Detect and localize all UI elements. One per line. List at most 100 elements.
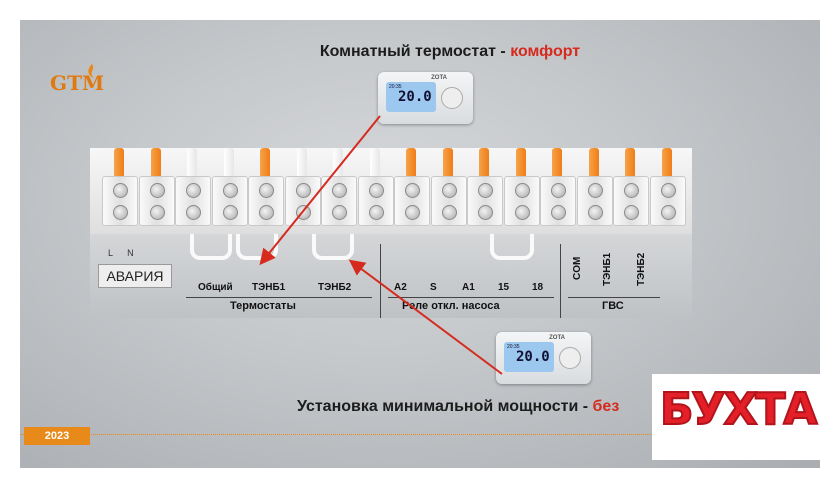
wire [442, 148, 453, 178]
screw-icon [186, 183, 201, 198]
terminal-block [248, 176, 284, 226]
logo-text: GTM [50, 71, 104, 94]
thermostat-screen: 20:35 20.0 [386, 82, 436, 112]
jumper-1 [190, 234, 232, 260]
thermostat-bottom: ZOTA 20:35 20.0 [496, 332, 591, 384]
screw-icon [186, 205, 201, 220]
terminal-block [211, 176, 248, 226]
dhw-label-tenb1: ТЭНБ1 [602, 252, 613, 286]
terminal-block [357, 176, 394, 226]
watermark-text: БУХТА [659, 383, 818, 436]
terminal-panel: L N АВАРИЯ Общий ТЭНБ1 ТЭНБ2 Термостаты … [90, 148, 692, 318]
terminal-rail [90, 148, 692, 234]
screw-icon [113, 205, 128, 220]
pump-label-15: 15 [498, 282, 510, 293]
separator-1 [380, 244, 381, 318]
screw-icon [514, 183, 530, 198]
terminal-block [576, 176, 613, 226]
thermostat-temperature: 20.0 [516, 349, 550, 365]
separator-2 [560, 244, 561, 318]
footer-line [20, 434, 820, 439]
screw-icon [478, 183, 493, 198]
screw-icon [478, 205, 493, 220]
wire [479, 148, 489, 178]
top-caption-main: Комнатный термостат - [319, 43, 511, 60]
screw-icon [587, 183, 603, 198]
wire [333, 148, 343, 178]
pump-label-s: S [430, 282, 437, 293]
wire [588, 148, 599, 178]
screw-icon [295, 183, 311, 198]
wire [515, 148, 526, 178]
bottom-caption: Установка минимальной мощности - без [297, 398, 619, 416]
jumper-4 [490, 234, 534, 260]
thermostat-screen: 20:35 20.0 [504, 342, 554, 372]
screw-icon [332, 183, 347, 198]
wire [661, 148, 672, 178]
bottom-caption-accent: без [592, 398, 620, 415]
thermostat-dial [441, 87, 463, 109]
screw-icon [149, 183, 165, 198]
label-plate: L N АВАРИЯ Общий ТЭНБ1 ТЭНБ2 Термостаты … [90, 234, 692, 318]
jumper-3 [312, 234, 354, 260]
thermostat-label-common: Общий [198, 282, 233, 293]
screw-icon [660, 183, 676, 198]
wire [296, 148, 307, 178]
screw-icon [332, 205, 347, 220]
screw-icon [259, 205, 274, 220]
pump-label-18: 18 [532, 282, 544, 293]
terminal-block [540, 176, 576, 226]
screw-icon [441, 205, 457, 220]
wire [625, 148, 635, 178]
pump-underline [388, 297, 554, 298]
pump-label-a1: A1 [462, 282, 475, 293]
screw-icon [405, 205, 420, 220]
thermostat-label-tenb2: ТЭНБ2 [318, 282, 352, 293]
terminal-block [138, 176, 175, 226]
jumper-2 [236, 234, 278, 260]
screw-icon [368, 205, 384, 220]
terminal-block [430, 176, 467, 226]
thermostats-group-label: Термостаты [230, 300, 296, 312]
terminal-block [649, 176, 686, 226]
terminal-block [467, 176, 503, 226]
dhw-underline [568, 297, 660, 298]
wire [406, 148, 416, 178]
screw-icon [149, 205, 165, 220]
thermostat-dial [559, 347, 581, 369]
company-logo: GTM [50, 64, 104, 94]
screw-icon [113, 183, 128, 198]
ln-label: L N [108, 248, 140, 258]
dhw-label-com: COM [572, 256, 583, 280]
terminal-block [613, 176, 649, 226]
screw-icon [295, 205, 311, 220]
thermostats-underline [186, 297, 372, 298]
thermostat-brand: ZOTA [549, 335, 565, 341]
screw-icon [259, 183, 274, 198]
screw-icon [551, 183, 566, 198]
screw-icon [405, 183, 420, 198]
screw-icon [514, 205, 530, 220]
terminal-block [102, 176, 138, 226]
screw-icon [441, 183, 457, 198]
thermostat-small-readout: 20:35 [507, 344, 520, 350]
dhw-group-label: ГВС [602, 300, 624, 312]
thermostat-small-readout: 20:35 [389, 84, 402, 90]
wire [260, 148, 270, 178]
pump-label-a2: A2 [394, 282, 407, 293]
screw-icon [551, 205, 566, 220]
screw-icon [222, 183, 238, 198]
terminal-block [284, 176, 321, 226]
top-caption-accent: комфорт [510, 43, 581, 60]
thermostat-brand: ZOTA [431, 75, 447, 81]
top-caption: Комнатный термостат - комфорт [20, 43, 820, 61]
avaria-label: АВАРИЯ [98, 264, 172, 288]
wire [150, 148, 161, 178]
bottom-caption-main: Установка минимальной мощности - [297, 398, 593, 415]
screw-icon [368, 183, 384, 198]
wire [223, 148, 234, 178]
wire [552, 148, 562, 178]
wire [369, 148, 380, 178]
screw-icon [660, 205, 676, 220]
thermostat-temperature: 20.0 [398, 89, 432, 105]
